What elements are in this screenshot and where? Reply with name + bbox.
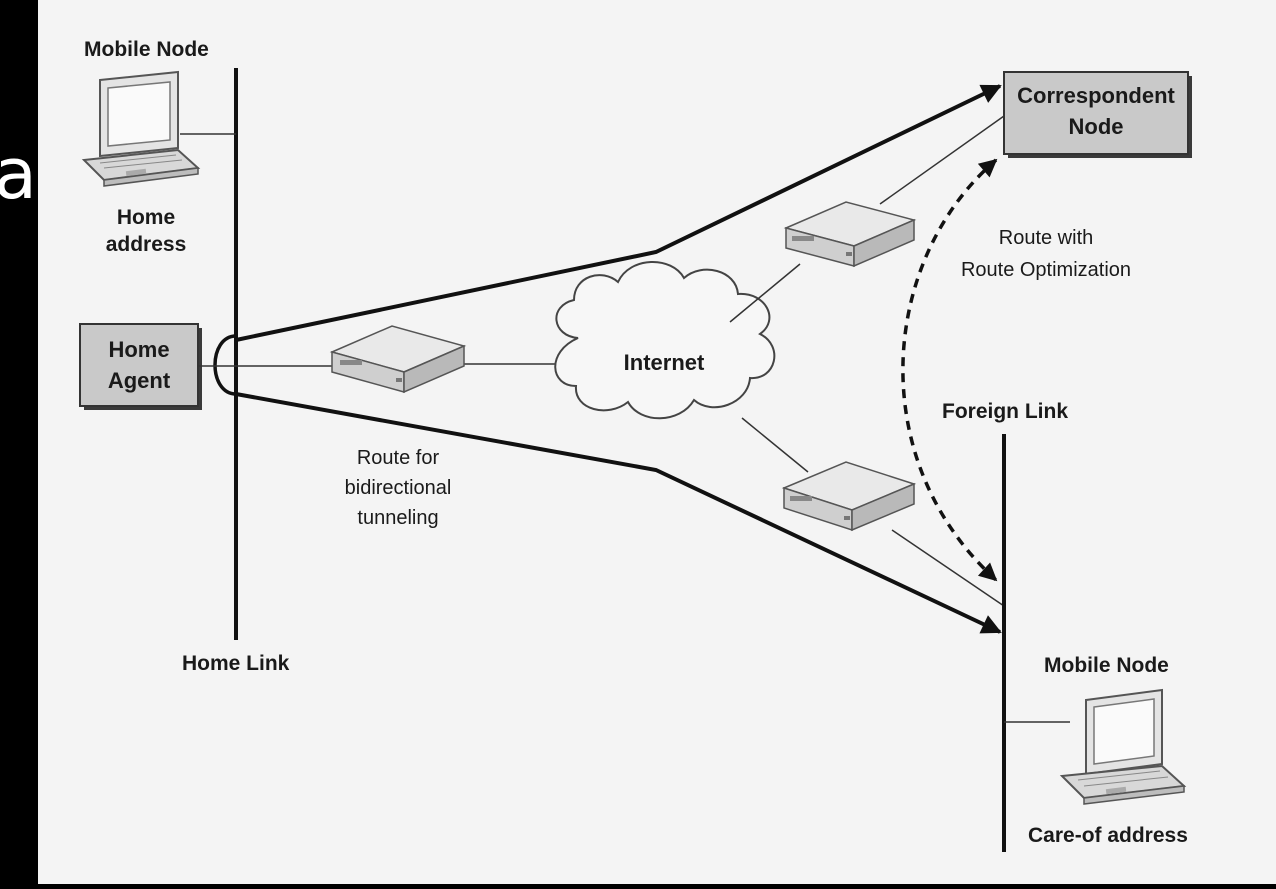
mobile-node-foreign-title: Mobile Node (1044, 654, 1169, 677)
route-optimization-line2: Route Optimization (961, 259, 1131, 281)
route-optimization-line1: Route with (999, 227, 1094, 249)
home-link-label: Home Link (182, 652, 290, 675)
laptop-icon-foreign (1059, 688, 1187, 805)
router-foreign-link (891, 529, 1005, 607)
route-optimization-arrow (901, 158, 998, 582)
mobile-node-home-title: Mobile Node (84, 38, 209, 61)
internet-label: Internet (624, 350, 705, 375)
home-agent-line1: Home (108, 337, 169, 362)
arrow-to-correspondent (235, 84, 1002, 342)
tunnel-loop (213, 334, 237, 396)
tunnel-route-line2: bidirectional (345, 477, 452, 499)
edge-glyph: a (0, 133, 37, 215)
care-of-address-label: Care-of address (1028, 824, 1188, 847)
arrow-to-foreign-link (235, 392, 1002, 634)
correspondent-node-line2: Node (1069, 114, 1124, 139)
router-icon-middle (329, 325, 467, 394)
internet-router-top-link (729, 263, 801, 323)
foreign-link-label: Foreign Link (942, 400, 1068, 423)
home-agent-box: Home Agent (79, 323, 202, 410)
router-icon-bottom (781, 461, 917, 532)
tunnel-route-line1: Route for (357, 447, 440, 469)
router-correspondent-link (879, 115, 1005, 205)
home-address-line1: Home (117, 206, 175, 229)
correspondent-node-box: Correspondent Node (1003, 71, 1192, 158)
home-address-line2: address (106, 233, 187, 256)
correspondent-node-line1: Correspondent (1017, 83, 1175, 108)
router-icon-top (783, 201, 917, 268)
tunnel-route-line3: tunneling (357, 507, 438, 529)
internet-cloud-icon: Internet (554, 261, 776, 420)
home-agent-line2: Agent (108, 368, 171, 393)
internet-router-bottom-link (741, 417, 809, 473)
laptop-icon-home (81, 70, 201, 187)
